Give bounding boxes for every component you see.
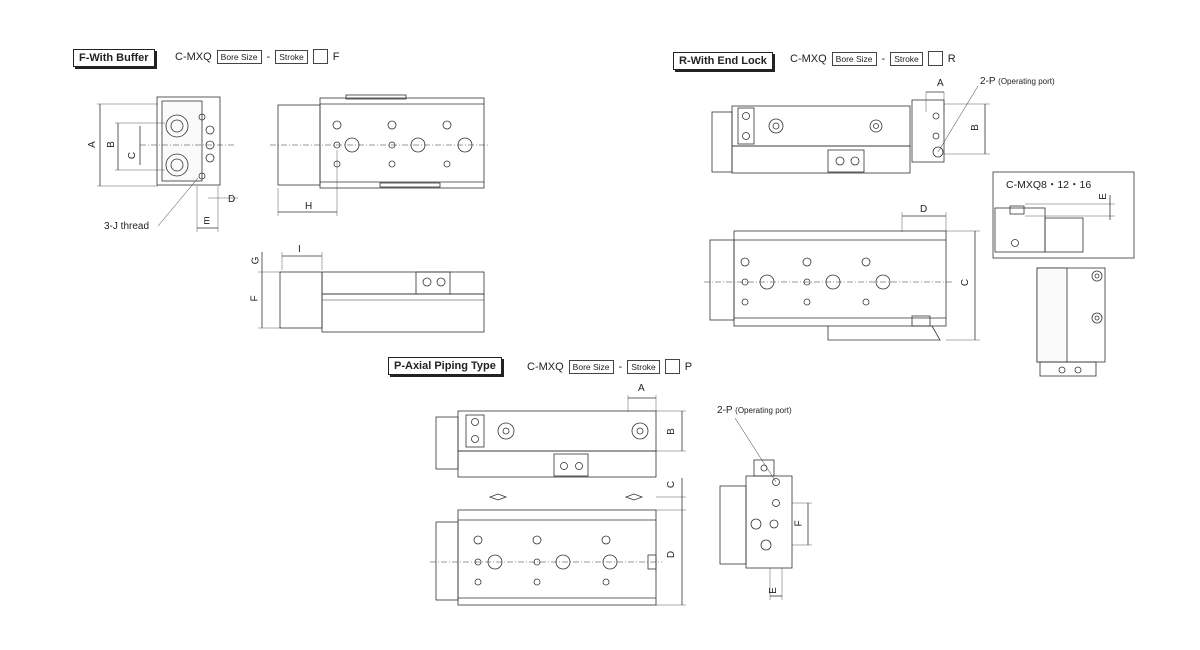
f-thread-label: 3-J thread [104,221,150,232]
r-port-note: (Operating port) [998,77,1055,86]
r-stroke-box: Stroke [890,51,923,66]
f-option-box [312,49,328,64]
f-dim-b: B [105,141,117,148]
r-option-box [927,51,943,66]
r-section-title: R-With End Lock [673,52,773,70]
f-top-view [270,94,490,216]
p-prefix: C-MXQ [527,360,564,373]
f-suffix: F [332,50,340,63]
f-side-view [258,252,485,333]
f-section-title: F-With Buffer [73,49,155,67]
r-inset-title: C-MXQ8・12・16 [1006,179,1092,191]
p-port-note: (Operating port) [735,406,792,415]
r-dim-a: A [937,78,944,89]
r-suffix: R [947,52,956,65]
p-option-box [664,359,680,374]
r-dash: - [881,52,886,65]
r-prefix: C-MXQ [790,52,827,65]
p-suffix: P [684,360,693,373]
p-port-code: 2-P [717,405,733,416]
r-end-view [1036,267,1106,377]
f-end-view [97,96,238,232]
p-dim-b: B [665,428,677,435]
r-main-view [704,212,980,341]
f-dash: - [266,50,271,63]
p-port-label: 2-P (Operating port) [717,405,792,416]
p-model-code: C-MXQ Bore Size - Stroke P [527,359,692,374]
f-dim-h: H [305,201,313,212]
p-bore-box: Bore Size [568,359,614,374]
p-dash: - [618,360,623,373]
r-bore-box: Bore Size [831,51,877,66]
p-dim-e: E [767,587,779,594]
p-section-title: P-Axial Piping Type [388,357,502,375]
f-dim-m: m [201,216,213,225]
r-dim-d: D [920,204,928,215]
f-model-code: C-MXQ Bore Size - Stroke F [175,49,340,64]
p-end-view [719,417,812,600]
p-top-view [435,395,686,478]
r-model-code: C-MXQ Bore Size - Stroke R [790,51,956,66]
r-dim-c: C [960,278,972,287]
p-stroke-box: Stroke [627,359,660,374]
p-dim-d: D [666,550,678,559]
f-prefix: C-MXQ [175,50,212,63]
r-inset [992,171,1135,259]
f-dim-g: G [250,256,262,265]
p-dim-c: C [666,480,678,489]
f-dim-c: C [127,151,139,160]
p-dim-a: A [638,383,645,394]
f-dim-a: A [86,141,98,148]
p-main-view [430,478,686,606]
r-port-code: 2-P [980,76,996,87]
r-port-label: 2-P (Operating port) [980,76,1055,87]
f-stroke-box: Stroke [275,49,308,64]
f-dim-d: D [228,194,236,205]
r-dim-e: E [1097,193,1109,200]
f-bore-box: Bore Size [216,49,262,64]
p-dim-f: F [793,520,805,527]
r-top-view [711,85,990,174]
r-dim-b: B [969,124,981,131]
f-dim-f: F [249,295,261,302]
f-dim-i: I [298,244,301,255]
